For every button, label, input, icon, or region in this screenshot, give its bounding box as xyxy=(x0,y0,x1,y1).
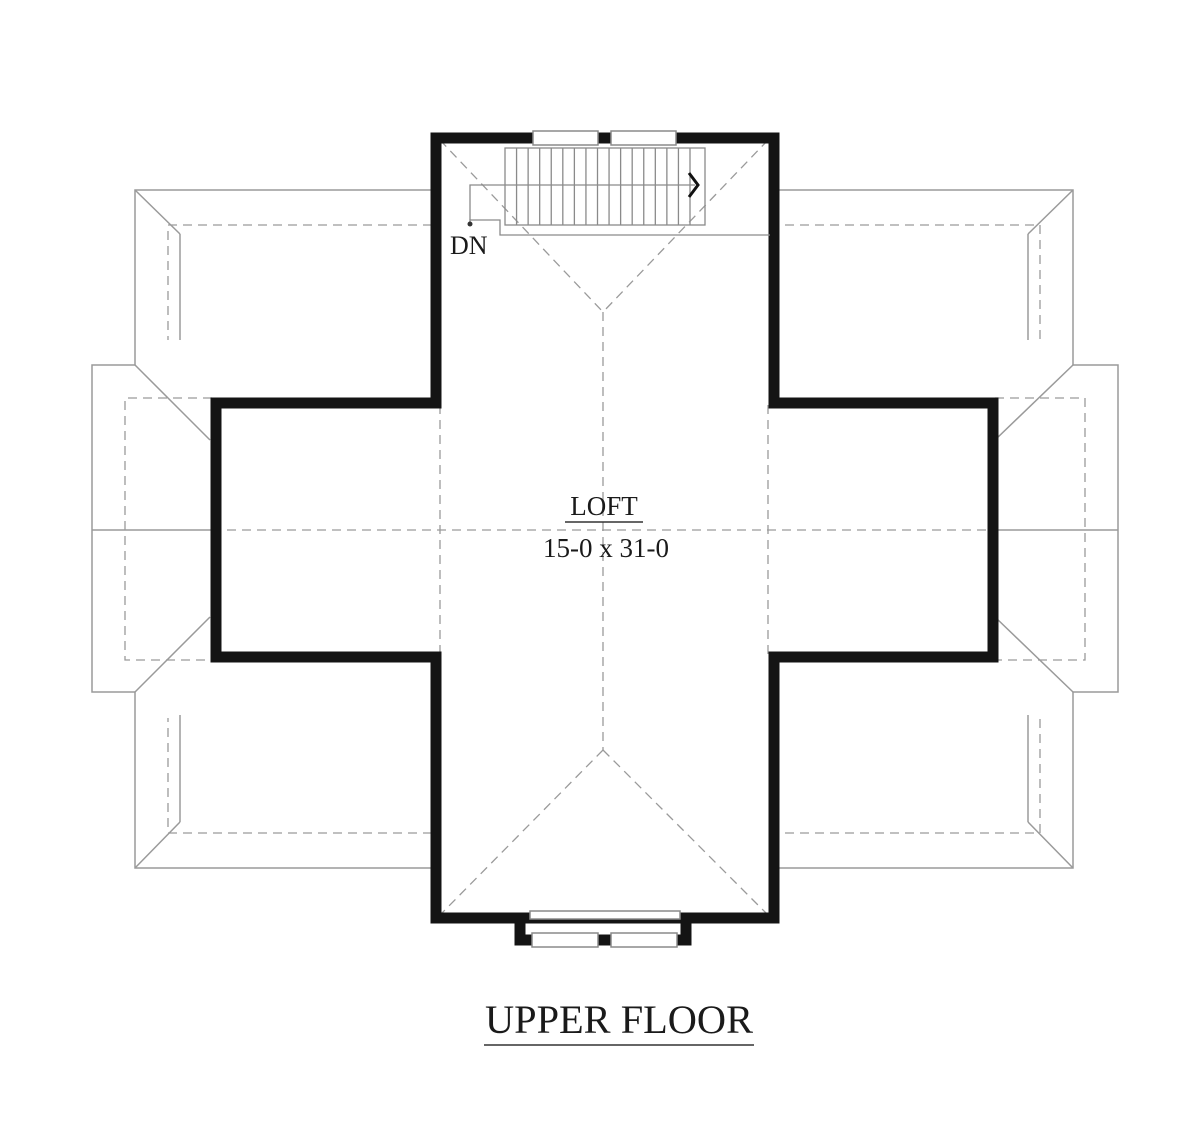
roof-outline xyxy=(91,189,1119,869)
exterior-wall xyxy=(210,132,999,924)
plan-title: UPPER FLOOR xyxy=(485,997,753,1042)
eave-lines xyxy=(124,139,1086,916)
stair-direction-label: DN xyxy=(450,231,488,260)
bottom-windows xyxy=(529,910,681,948)
bay-wall xyxy=(514,918,692,946)
top-windows xyxy=(532,130,677,146)
room-name: LOFT xyxy=(570,491,638,521)
room-dimensions: 15-0 x 31-0 xyxy=(543,533,669,563)
staircase xyxy=(467,147,770,236)
stair-arrow xyxy=(687,172,700,198)
